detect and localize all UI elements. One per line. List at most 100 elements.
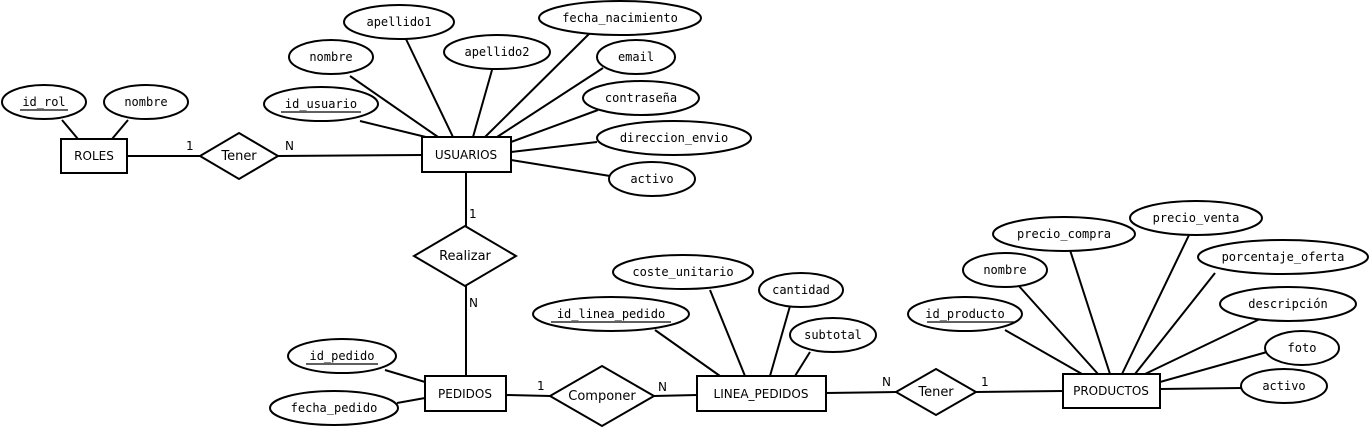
attribute-id-usuario[interactable]: id_usuario xyxy=(263,86,379,122)
attribute-email-label: email xyxy=(618,50,654,64)
attribute-roles-nombre-label: nombre xyxy=(124,95,167,109)
attribute-fecha-pedido[interactable]: fecha_pedido xyxy=(269,390,399,426)
attribute-id-linea-pedido-label: id_linea_pedido xyxy=(557,307,665,321)
attribute-apellido2[interactable]: apellido2 xyxy=(443,34,551,70)
relationship-componer-label: Componer xyxy=(568,389,636,404)
attribute-subtotal-label: subtotal xyxy=(804,328,862,342)
relationship-tener-label: Tener xyxy=(917,385,954,400)
attribute-id-rol-label: id_rol xyxy=(22,95,65,109)
relationship-componer[interactable]: Componer xyxy=(547,364,657,428)
attribute-foto-label: foto xyxy=(1288,341,1317,355)
attribute-direccion-envio[interactable]: direccion_envio xyxy=(596,120,752,156)
entity-roles[interactable]: ROLES xyxy=(60,138,128,174)
edge-productos-porcentaje-oferta xyxy=(1134,272,1216,375)
edge-linea-coste-unitario xyxy=(709,289,746,377)
attribute-coste-unitario-label: coste_unitario xyxy=(632,265,733,279)
cardinality-linea-tener: N xyxy=(882,375,891,389)
relationship-realizar[interactable]: Realizar xyxy=(412,224,518,288)
attribute-productos-nombre[interactable]: nombre xyxy=(962,252,1048,288)
attribute-porcentaje-oferta-label: porcentaje_oferta xyxy=(1222,250,1345,264)
attribute-productos-activo[interactable]: activo xyxy=(1240,368,1328,404)
edge-linea-subtotal xyxy=(794,351,811,377)
entity-usuarios-label: USUARIOS xyxy=(435,148,497,162)
edge-tener-productos xyxy=(975,390,1064,393)
cardinality-realizar-pedidos: N xyxy=(469,296,478,310)
cardinality-labels: 1 N 1 N 1 N N 1 xyxy=(186,139,989,394)
edge-linea-tener xyxy=(825,391,897,394)
attribute-contrasena-label: contraseña xyxy=(605,91,677,105)
edge-componer-linea xyxy=(653,394,698,397)
attribute-id-producto[interactable]: id_producto xyxy=(907,296,1023,332)
edge-roles-id-rol xyxy=(61,119,79,140)
attribute-usuarios-nombre[interactable]: nombre xyxy=(288,39,374,75)
cardinality-tener-productos: 1 xyxy=(981,375,989,389)
entity-pedidos-label: PEDIDOS xyxy=(438,387,492,401)
entity-usuarios[interactable]: USUARIOS xyxy=(421,136,512,173)
attribute-contrasena[interactable]: contraseña xyxy=(582,80,700,116)
attribute-roles-nombre[interactable]: nombre xyxy=(103,84,189,120)
attribute-id-pedido-label: id_pedido xyxy=(309,349,374,363)
attribute-usuarios-activo[interactable]: activo xyxy=(608,161,696,197)
attribute-apellido2-label: apellido2 xyxy=(464,45,529,59)
entity-pedidos[interactable]: PEDIDOS xyxy=(424,375,507,412)
relationship-realizar-label: Realizar xyxy=(439,249,491,264)
attribute-id-rol[interactable]: id_rol xyxy=(1,84,87,120)
attribute-id-usuario-label: id_usuario xyxy=(285,97,357,111)
edge-usuarios-apellido2 xyxy=(472,69,493,138)
attribute-apellido1-label: apellido1 xyxy=(366,15,431,29)
edge-productos-descripcion xyxy=(1144,317,1263,375)
edge-productos-id-producto xyxy=(1004,329,1083,375)
entity-roles-label: ROLES xyxy=(74,149,114,163)
edge-pedidos-id-pedido xyxy=(384,369,426,383)
edge-usuarios-activo xyxy=(510,159,611,177)
relationship-tener-linea-productos[interactable]: Tener xyxy=(893,367,979,417)
edge-usuarios-direccion-envio xyxy=(510,141,598,153)
edge-productos-activo xyxy=(1159,387,1243,390)
cardinality-usuarios-realizar: 1 xyxy=(469,207,477,221)
entity-productos-label: PRODUCTOS xyxy=(1073,384,1149,398)
attribute-productos-activo-label: activo xyxy=(1262,379,1305,393)
cardinality-roles-tener: 1 xyxy=(186,139,194,153)
attribute-descripcion-label: descripción xyxy=(1248,297,1327,311)
attribute-precio-venta[interactable]: precio_venta xyxy=(1129,200,1263,236)
relationship-tener-roles-usuarios[interactable]: Tener xyxy=(198,131,280,181)
entity-productos[interactable]: PRODUCTOS xyxy=(1062,373,1161,409)
edge-usuarios-email xyxy=(496,67,604,138)
edge-usuarios-fecha-nacimiento xyxy=(484,32,591,138)
edge-productos-precio-venta xyxy=(1121,232,1191,375)
attribute-descripcion[interactable]: descripción xyxy=(1219,286,1357,322)
edge-usuarios-nombre xyxy=(349,75,439,138)
edge-roles-nombre xyxy=(111,119,129,140)
attribute-precio-compra[interactable]: precio_compra xyxy=(992,216,1136,252)
attribute-direccion-envio-label: direccion_envio xyxy=(620,131,728,145)
attribute-porcentaje-oferta[interactable]: porcentaje_oferta xyxy=(1197,239,1369,275)
cardinality-tener-usuarios: N xyxy=(285,139,294,153)
edge-productos-nombre xyxy=(1017,284,1099,375)
edge-usuarios-contrasena xyxy=(510,109,599,143)
edge-linea-cantidad xyxy=(769,305,791,377)
attribute-fecha-nacimiento-label: fecha_nacimiento xyxy=(562,11,678,25)
attribute-usuarios-activo-label: activo xyxy=(630,172,673,186)
attribute-cantidad-label: cantidad xyxy=(772,283,830,297)
entity-linea-pedidos-label: LINEA_PEDIDOS xyxy=(714,387,809,401)
edge-tener-usuarios xyxy=(277,154,423,157)
attribute-fecha-nacimiento[interactable]: fecha_nacimiento xyxy=(538,0,702,36)
cardinality-componer-linea: N xyxy=(658,380,667,394)
attribute-cantidad[interactable]: cantidad xyxy=(758,272,844,308)
attribute-precio-venta-label: precio_venta xyxy=(1153,211,1240,225)
attribute-id-pedido[interactable]: id_pedido xyxy=(287,338,397,374)
cardinality-pedidos-componer: 1 xyxy=(537,379,545,393)
attribute-id-linea-pedido[interactable]: id_linea_pedido xyxy=(532,296,690,332)
entity-linea-pedidos[interactable]: LINEA_PEDIDOS xyxy=(696,375,827,412)
diagram-edges xyxy=(61,32,1268,404)
attribute-apellido1[interactable]: apellido1 xyxy=(343,4,455,40)
attribute-email[interactable]: email xyxy=(596,39,676,75)
attribute-subtotal[interactable]: subtotal xyxy=(789,317,877,353)
attribute-foto[interactable]: foto xyxy=(1264,330,1340,366)
attribute-precio-compra-label: precio_compra xyxy=(1017,227,1111,241)
edge-linea-id-linea-pedido xyxy=(654,329,721,377)
attribute-productos-nombre-label: nombre xyxy=(983,263,1026,277)
edge-pedidos-componer xyxy=(505,394,551,397)
attribute-coste-unitario[interactable]: coste_unitario xyxy=(612,254,754,290)
